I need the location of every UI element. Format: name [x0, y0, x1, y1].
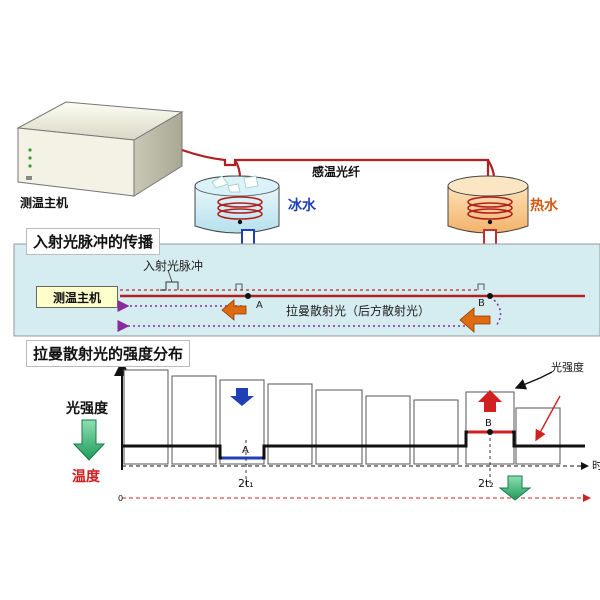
ice-water-label: 冰水 — [288, 198, 316, 214]
hot-water-label: 热水 — [530, 198, 558, 214]
chart-point-a-label: A — [242, 445, 249, 456]
pulse-label: 入射光脉冲 — [143, 259, 204, 273]
propagation-title: 入射光脉冲的传播 — [26, 228, 161, 255]
fiber-label: 感温光纤 — [312, 165, 361, 179]
panel-host-box: 测温主机 — [36, 286, 118, 308]
point-b-label: B — [478, 298, 485, 309]
curve-intensity-label: 光强度 — [551, 361, 584, 374]
intensity-axis-label: 光强度 — [66, 401, 108, 417]
host-machine-icon — [16, 101, 184, 197]
origin-label: 0 — [118, 494, 124, 503]
point-a-label: A — [256, 300, 263, 311]
fiber-cable — [181, 148, 490, 178]
scatter-label: 拉曼散射光（后方散射光） — [286, 304, 431, 318]
intensity-down-arrow-icon — [72, 419, 106, 461]
temperature-axis-label: 温度 — [72, 469, 100, 485]
scatter-arrow-a — [221, 299, 247, 321]
point-a-marker — [245, 293, 251, 299]
increase-arrow-icon — [478, 390, 502, 412]
time-axis-cut-label: 时 — [592, 460, 600, 471]
time-b-label: 2t₂ — [478, 477, 494, 490]
chart-point-b-label: B — [485, 418, 492, 429]
host-label: 测温主机 — [20, 196, 69, 210]
distribution-title: 拉曼散射光的强度分布 — [26, 340, 191, 367]
temperature-down-arrow-icon — [498, 475, 532, 501]
scatter-arrow-b — [459, 307, 491, 333]
decrease-arrow-icon — [230, 388, 254, 406]
intensity-bars — [123, 369, 561, 465]
time-a-label: 2t₁ — [238, 477, 254, 490]
point-b-marker — [487, 293, 493, 299]
hot-water-bucket-icon — [447, 175, 529, 234]
ice-water-bucket-icon — [194, 175, 280, 234]
intensity-curve — [122, 430, 585, 460]
